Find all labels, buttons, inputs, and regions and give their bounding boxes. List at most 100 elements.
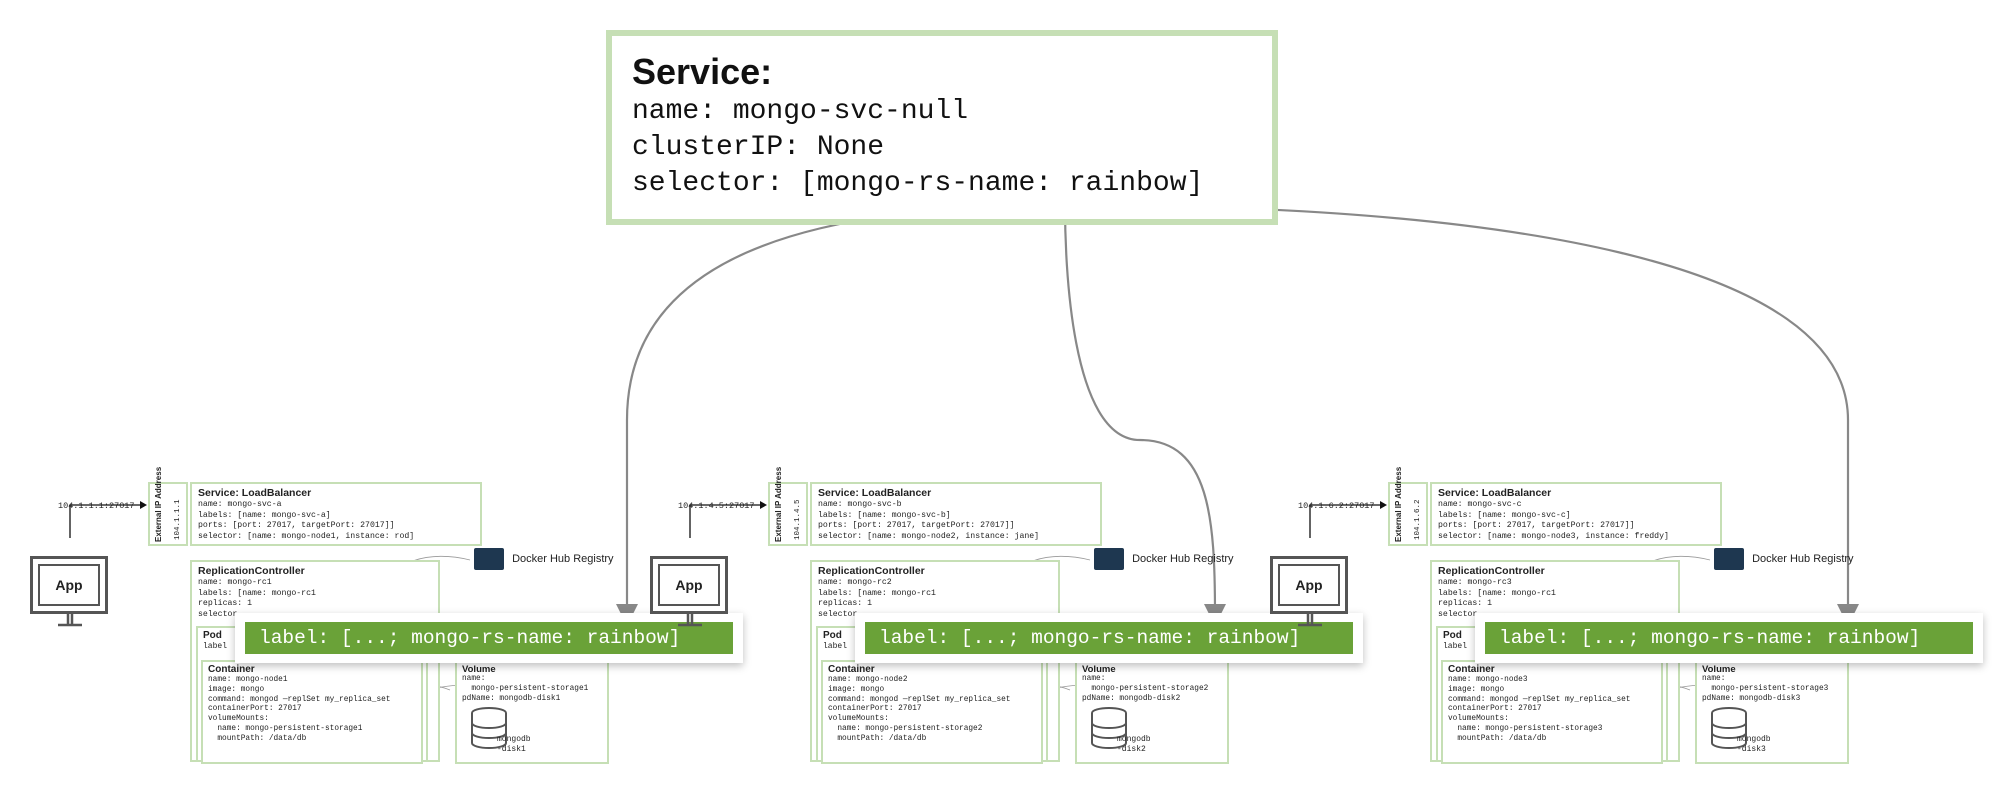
container-line: command: mongod —replSet my_replica_set (1448, 695, 1631, 704)
container-line: mountPath: /data/db (828, 734, 927, 743)
pod-label-text: label: [...; mongo-rs-name: rainbow] (865, 622, 1353, 654)
rc-line: replicas: 1 (198, 599, 253, 608)
lb-service-line: name: mongo-svc-c (1438, 500, 1522, 509)
container-line: command: mongod —replSet my_replica_set (828, 695, 1011, 704)
lb-service-line: name: mongo-svc-b (818, 500, 902, 509)
external-ip-value: 104.1.6.2 (1414, 499, 1422, 540)
container-line: volumeMounts: (1448, 715, 1509, 724)
database-icon (1091, 707, 1127, 749)
app-monitor: App (30, 556, 108, 614)
volume-line: name: (462, 675, 486, 683)
top-service-selector: selector: [mongo-rs-name: rainbow] (632, 168, 1204, 199)
monitor-stand (678, 614, 702, 627)
volume-title: Volume (462, 664, 496, 675)
container-title: Container (828, 664, 875, 675)
lb-service-line: selector: [name: mongo-node3, instance: … (1438, 531, 1669, 541)
lb-service-line: ports: [port: 27017, targetPort: 27017]] (818, 521, 1015, 530)
external-ip-value: 104.1.1.1 (174, 499, 182, 540)
rc-title: ReplicationController (198, 565, 305, 577)
rc-line: replicas: 1 (818, 599, 873, 608)
container-line: image: mongo (1448, 685, 1505, 694)
rc-line: name: mongo-rc3 (1438, 578, 1512, 587)
lb-service-line: selector: [name: mongo-node1, instance: … (198, 531, 415, 541)
docker-hub-label: Docker Hub Registry (1132, 552, 1234, 565)
volume-line: mongo-persistent-storage1 (462, 684, 589, 693)
volume-title: Volume (1082, 664, 1116, 675)
container-line: image: mongo (208, 685, 265, 694)
docker-hub-registry: Docker Hub Registry (1714, 548, 1854, 570)
pod-title: Pod (823, 630, 842, 641)
volume-line: name: (1702, 675, 1726, 683)
loadbalancer-service-box: Service: LoadBalancer name: mongo-svc-b … (810, 482, 1102, 546)
volume-line: name: (1082, 675, 1106, 683)
loadbalancer-service-box: Service: LoadBalancer name: mongo-svc-a … (190, 482, 482, 546)
disk-label: mongodb -disk3 (1737, 735, 1771, 754)
lb-service-title: Service: LoadBalancer (818, 487, 932, 499)
volume-title: Volume (1702, 664, 1736, 675)
volume-line: pdName: mongodb-disk3 (1702, 694, 1801, 703)
volume-line: mongo-persistent-storage3 (1702, 684, 1829, 693)
rc-line: name: mongo-rc2 (818, 578, 892, 587)
external-ip-box: External IP Address 104.1.4.5 (768, 467, 808, 546)
docker-whale-icon (474, 548, 504, 570)
app-label: App (38, 564, 100, 606)
app-label: App (1278, 564, 1340, 606)
ip-port-label: 104.1.6.2:27017 (1298, 501, 1375, 511)
lb-service-line: labels: [name: mongo-svc-c] (1438, 510, 1571, 520)
database-icon (1711, 707, 1747, 749)
rc-line: selector (818, 609, 858, 619)
external-ip-title: External IP Address (1394, 466, 1403, 542)
docker-whale-icon (1714, 548, 1744, 570)
docker-hub-label: Docker Hub Registry (512, 552, 614, 565)
external-ip-box: External IP Address 104.1.1.1 (148, 467, 188, 546)
pod-label-banner: label: [...; mongo-rs-name: rainbow] (235, 613, 743, 663)
rc-line: name: mongo-rc1 (198, 578, 272, 587)
lb-service-title: Service: LoadBalancer (1438, 487, 1552, 499)
monitor-stand (58, 614, 82, 627)
top-service-clusterip: clusterIP: None (632, 132, 885, 163)
container-line: image: mongo (828, 685, 885, 694)
rc-line: labels: [name: mongo-rc1 (198, 588, 316, 598)
arrow-to-cluster-2 (1063, 204, 1226, 626)
container-line: name: mongo-node1 (208, 676, 288, 684)
lb-service-line: ports: [port: 27017, targetPort: 27017]] (1438, 521, 1635, 530)
rc-line: selector (1438, 609, 1478, 619)
loadbalancer-service-box: Service: LoadBalancer name: mongo-svc-c … (1430, 482, 1722, 546)
ip-port-label: 104.1.4.5:27017 (678, 501, 755, 511)
container-line: containerPort: 27017 (828, 705, 922, 714)
external-ip-title: External IP Address (774, 466, 783, 542)
rc-line: selector (198, 609, 238, 619)
container-line: name: mongo-node3 (1448, 676, 1528, 684)
docker-hub-registry: Docker Hub Registry (474, 548, 614, 570)
container-line: mountPath: /data/db (1448, 734, 1547, 743)
container-line: name: mongo-persistent-storage3 (1448, 724, 1603, 733)
pod-title: Pod (203, 630, 222, 641)
lb-service-line: labels: [name: mongo-svc-a] (198, 510, 331, 520)
container-line: name: mongo-persistent-storage2 (828, 724, 983, 733)
container-line: containerPort: 27017 (1448, 705, 1542, 714)
docker-hub-label: Docker Hub Registry (1752, 552, 1854, 565)
container-line: mountPath: /data/db (208, 734, 307, 743)
lb-service-line: ports: [port: 27017, targetPort: 27017]] (198, 521, 395, 530)
lb-service-line: labels: [name: mongo-svc-b] (818, 510, 951, 520)
docker-whale-icon (1094, 548, 1124, 570)
disk-label: mongodb -disk2 (1117, 735, 1151, 754)
docker-hub-registry: Docker Hub Registry (1094, 548, 1234, 570)
container-line: command: mongod —replSet my_replica_set (208, 695, 391, 704)
top-service-box: Service: name: mongo-svc-null clusterIP:… (606, 30, 1278, 225)
container-title: Container (208, 664, 255, 675)
top-service-title: Service: (632, 51, 773, 92)
external-ip-title: External IP Address (154, 466, 163, 542)
rc-line: labels: [name: mongo-rc1 (1438, 588, 1556, 598)
rc-title: ReplicationController (1438, 565, 1545, 577)
external-ip-box: External IP Address 104.1.6.2 (1388, 467, 1428, 546)
lb-service-line: name: mongo-svc-a (198, 500, 282, 509)
container-line: name: mongo-node2 (828, 676, 908, 684)
external-ip-value: 104.1.4.5 (794, 499, 802, 540)
rc-title: ReplicationController (818, 565, 925, 577)
ip-port-label: 104.1.1.1:27017 (58, 501, 135, 511)
app-monitor: App (1270, 556, 1348, 614)
pod-label-banner: label: [...; mongo-rs-name: rainbow] (1475, 613, 1983, 663)
